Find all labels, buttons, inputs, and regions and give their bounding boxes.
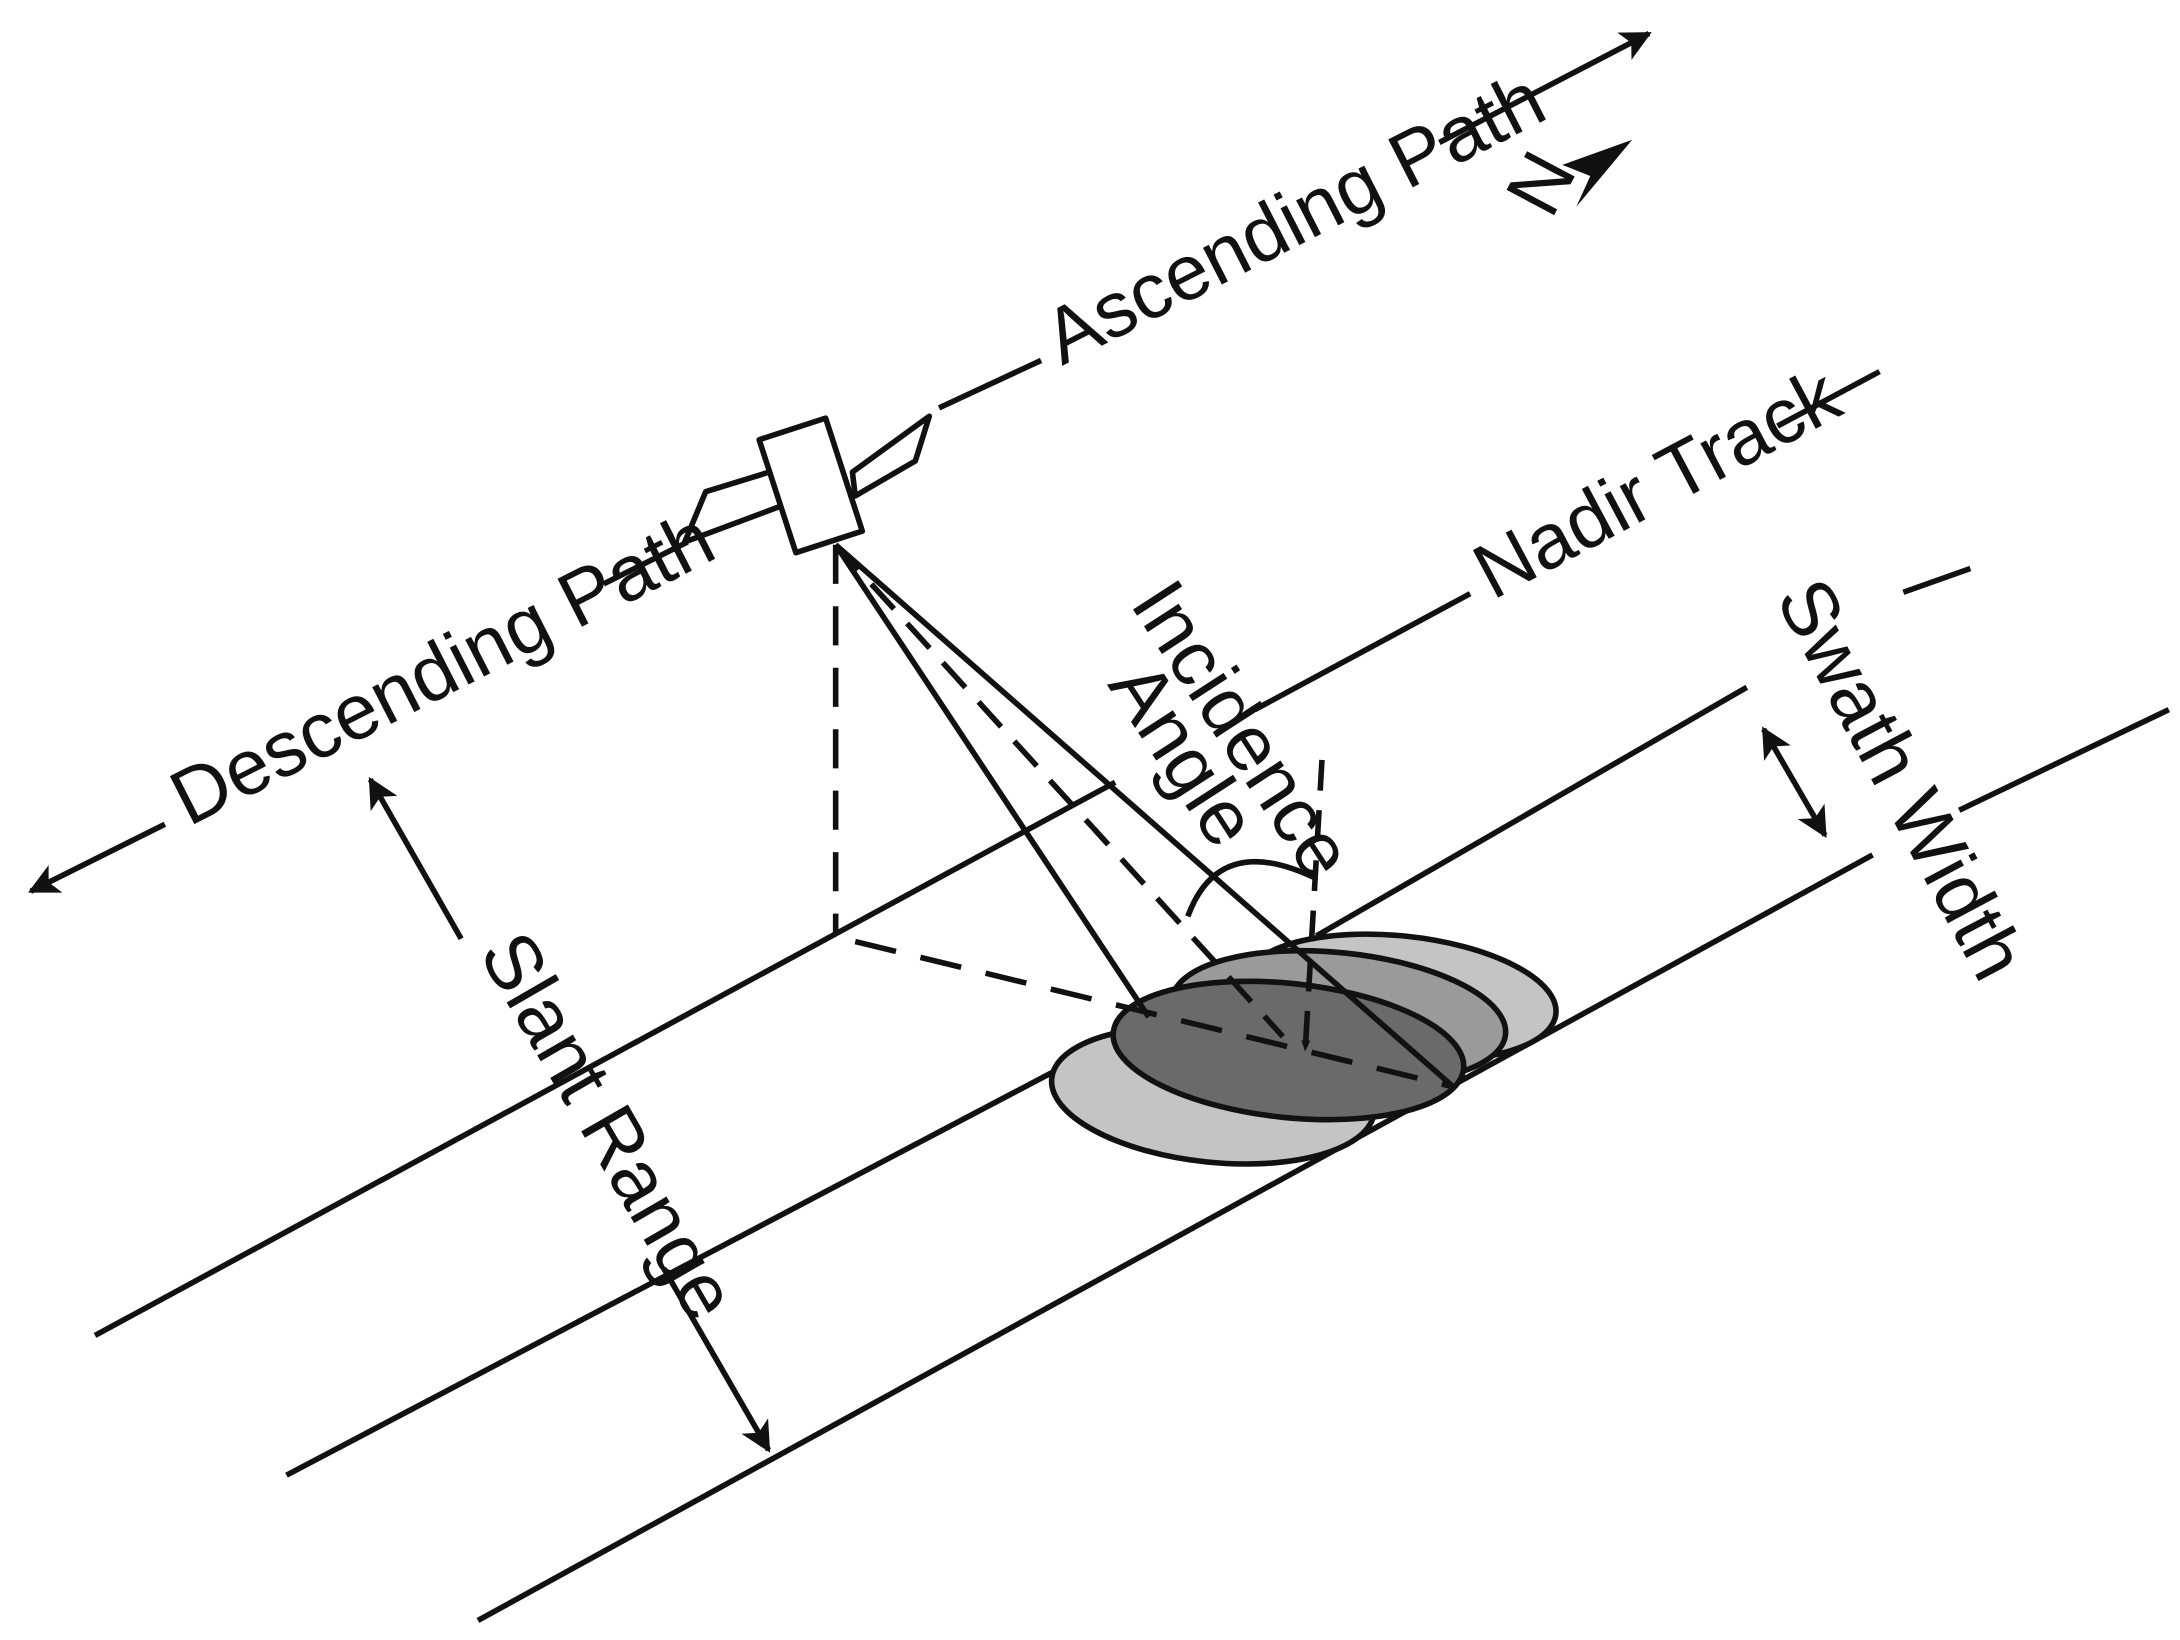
descending-path-label: Descending Path (156, 493, 727, 842)
north-arrow-icon (1562, 139, 1633, 207)
swath-width-label: Swath Width (1760, 565, 2044, 994)
far-swath-edge-b (1957, 707, 2171, 813)
solar-panel-right (849, 413, 933, 499)
beam-near-edge (833, 543, 1152, 1019)
satellite-body (756, 415, 866, 556)
orbit-segment-mid (937, 357, 1043, 411)
nadir-track-line-b (1253, 591, 1472, 713)
slant-range-arrow-up (367, 776, 464, 941)
beam-center-dashed (833, 542, 1285, 1039)
beam-lines (832, 542, 1456, 1090)
nadir-track-line-c (1776, 369, 1881, 429)
ascending-path-label: Ascending Path (1030, 54, 1558, 381)
slant-range-arrow-down (661, 1267, 772, 1453)
near-swath-edge-b (1314, 684, 1749, 939)
orbit-segment-left (602, 539, 689, 587)
ground-lines (93, 369, 2171, 1623)
beam-far-edge (833, 542, 1456, 1089)
descending-path-arrow (27, 821, 167, 894)
ascending-path-arrow (1438, 31, 1652, 145)
near-swath-edge-a (285, 1064, 1064, 1478)
slant-range-arrows (367, 776, 772, 1453)
orbit-path (27, 31, 1652, 894)
swath-width-arrow (1761, 726, 1828, 839)
satellite (681, 413, 933, 556)
ground-range-dashed (854, 938, 1454, 1090)
slant-range-label: Slant Range (463, 917, 755, 1334)
nadir-track-line-a (93, 779, 1117, 1338)
incidence-angle-arc (1185, 858, 1315, 918)
far-swath-edge-a (476, 852, 1874, 1623)
nadir-track-label: Nadir Track (1459, 350, 1854, 616)
near-swath-edge-c (1902, 565, 1972, 595)
